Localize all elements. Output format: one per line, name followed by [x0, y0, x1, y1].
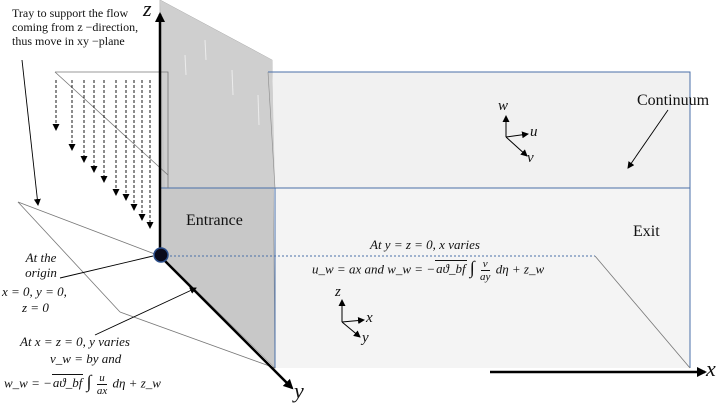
eq-uw-lhs: u_w = ax and w_w = −	[312, 261, 436, 277]
exit-diagonal	[594, 255, 691, 369]
tray-diagonal	[54, 71, 169, 176]
eq-ww-tail: dη + z_w	[112, 375, 161, 391]
eq-uw-tail: dη + z_w	[495, 261, 545, 277]
y-axis-label: y	[294, 378, 304, 403]
box-outline-top	[268, 71, 691, 188]
box-front-face	[275, 188, 690, 368]
velocity-triad	[502, 115, 529, 157]
y-varies-pointer	[94, 287, 197, 336]
origin-dot	[153, 247, 169, 263]
y-axis	[159, 255, 294, 390]
tray-note-pointer	[21, 59, 41, 206]
vector-u-label: u	[530, 124, 538, 140]
tray-top	[55, 71, 169, 188]
eq-ww-num: u	[97, 372, 107, 385]
eq-uw-num: v	[480, 258, 490, 271]
small-y-label: y	[362, 330, 369, 346]
tray-note: Tray to support the flow coming from z −…	[12, 6, 139, 48]
continuum-pointer	[627, 109, 669, 169]
eq-ww-sqrt: aϑ_bf	[51, 374, 84, 391]
tray-floor-back	[119, 311, 276, 369]
eq-uw-den: ay	[480, 271, 491, 283]
origin-values: x = 0, y = 0,	[2, 284, 67, 299]
x-axis-label: x	[706, 356, 716, 381]
eq-uw-sqrt: aϑ_bf	[435, 260, 467, 277]
vw-equation: v_w = by and	[50, 351, 122, 366]
wall-upper	[160, 0, 275, 188]
yz-condition: At y = z = 0, x varies	[370, 237, 480, 252]
origin-title: At the origin	[25, 250, 57, 280]
small-z-label: z	[335, 284, 341, 300]
small-triad	[338, 299, 365, 338]
small-x-label: x	[366, 310, 373, 326]
flow-arrows	[52, 80, 154, 229]
eq-ww-den: ax	[96, 385, 108, 397]
origin-pointer	[59, 255, 154, 279]
box-top-face	[160, 72, 690, 188]
z-axis-label: z	[143, 0, 152, 21]
entrance-label: Entrance	[186, 212, 243, 229]
eq-uw-int: ∫	[469, 257, 475, 278]
tray-lower	[17, 201, 161, 257]
exit-label: Exit	[633, 223, 660, 240]
tray-floor-edge	[17, 201, 121, 313]
origin-z: z = 0	[22, 300, 49, 315]
vector-w-label: w	[498, 98, 509, 114]
vector-v-label: v	[527, 150, 534, 166]
eq-ww-int: ∫	[86, 371, 92, 392]
eq-ww-lhs: w_w = −	[4, 375, 52, 391]
continuum-label: Continuum	[637, 92, 710, 109]
box-top-left-edge	[267, 71, 276, 189]
xz-condition: At x = z = 0, y varies	[20, 334, 130, 349]
